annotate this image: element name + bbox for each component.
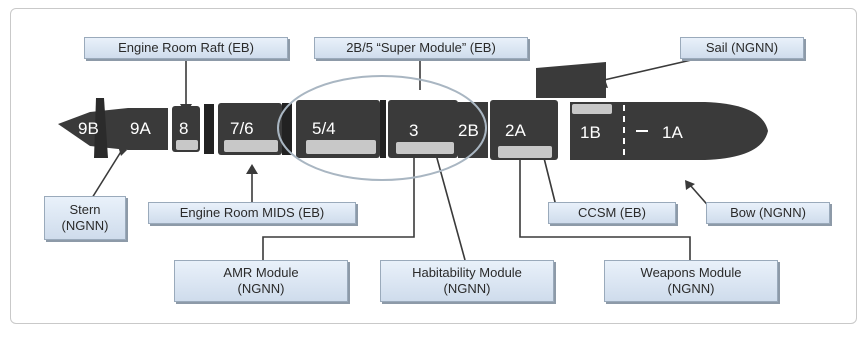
label-habitability-module: Habitability Module (NGNN): [380, 260, 554, 302]
segment-label-2b: 2B: [458, 121, 479, 140]
stern-fins: [94, 98, 108, 158]
arrow-engine-room-mids: [246, 164, 258, 174]
line-habitability: [431, 139, 466, 261]
label-bow: Bow (NGNN): [706, 202, 830, 224]
label-super-module: 2B/5 “Super Module” (EB): [314, 37, 528, 59]
label-habitability-line2: (NGNN): [443, 281, 491, 296]
label-bow-text: Bow (NGNN): [730, 205, 806, 220]
label-stern-line2: (NGNN): [61, 218, 109, 233]
line-sail: [603, 57, 701, 81]
segment-label-3: 3: [409, 121, 418, 140]
label-amr-line2: (NGNN): [237, 281, 285, 296]
super-module-ellipse: [277, 75, 487, 181]
label-ccsm-text: CCSM (EB): [578, 205, 646, 220]
label-ccsm: CCSM (EB): [548, 202, 676, 224]
segment-label-9b: 9B: [78, 119, 99, 138]
segment-label-8: 8: [179, 119, 188, 138]
segment-label-1a: 1A: [662, 123, 683, 142]
segment-label-9a: 9A: [130, 119, 151, 138]
hull-segment-2a: [490, 100, 558, 160]
line-amr: [262, 140, 415, 260]
label-engine-room-raft-text: Engine Room Raft (EB): [118, 40, 254, 55]
label-weapons-module: Weapons Module (NGNN): [604, 260, 778, 302]
arrow-bow: [685, 180, 695, 190]
label-amr-line1: AMR Module: [223, 265, 299, 280]
hull-segment-9a: [128, 108, 168, 150]
segment-label-1b: 1B: [580, 123, 601, 142]
segment-label-54: 5/4: [312, 119, 336, 138]
label-engine-room-raft: Engine Room Raft (EB): [84, 37, 288, 59]
label-weapons-line2: (NGNN): [667, 281, 715, 296]
sail-shape: [536, 62, 606, 98]
line-weapons: [519, 150, 691, 260]
segment-label-76: 7/6: [230, 119, 254, 138]
label-amr-module: AMR Module (NGNN): [174, 260, 348, 302]
label-sail: Sail (NGNN): [680, 37, 804, 59]
hull-segment-2b: [458, 102, 488, 158]
hull-ring-3: [380, 100, 386, 158]
stern-cone: [58, 108, 128, 150]
label-habitability-line1: Habitability Module: [412, 265, 522, 280]
hull-segment-bow: [570, 102, 768, 160]
label-super-module-text: 2B/5 “Super Module” (EB): [346, 40, 496, 55]
label-weapons-line1: Weapons Module: [640, 265, 742, 280]
line-ccsm: [542, 153, 558, 211]
hull-ring-2: [282, 103, 292, 155]
label-engine-room-mids-text: Engine Room MIDS (EB): [179, 205, 325, 220]
line-stern: [91, 149, 123, 199]
hull-highlights: [176, 104, 612, 158]
label-engine-room-mids: Engine Room MIDS (EB): [148, 202, 356, 224]
segment-label-2a: 2A: [505, 121, 526, 140]
label-stern: Stern (NGNN): [44, 196, 126, 240]
hull-ring-1: [204, 104, 214, 154]
label-sail-text: Sail (NGNN): [705, 40, 779, 55]
label-stern-line1: Stern: [69, 202, 101, 217]
